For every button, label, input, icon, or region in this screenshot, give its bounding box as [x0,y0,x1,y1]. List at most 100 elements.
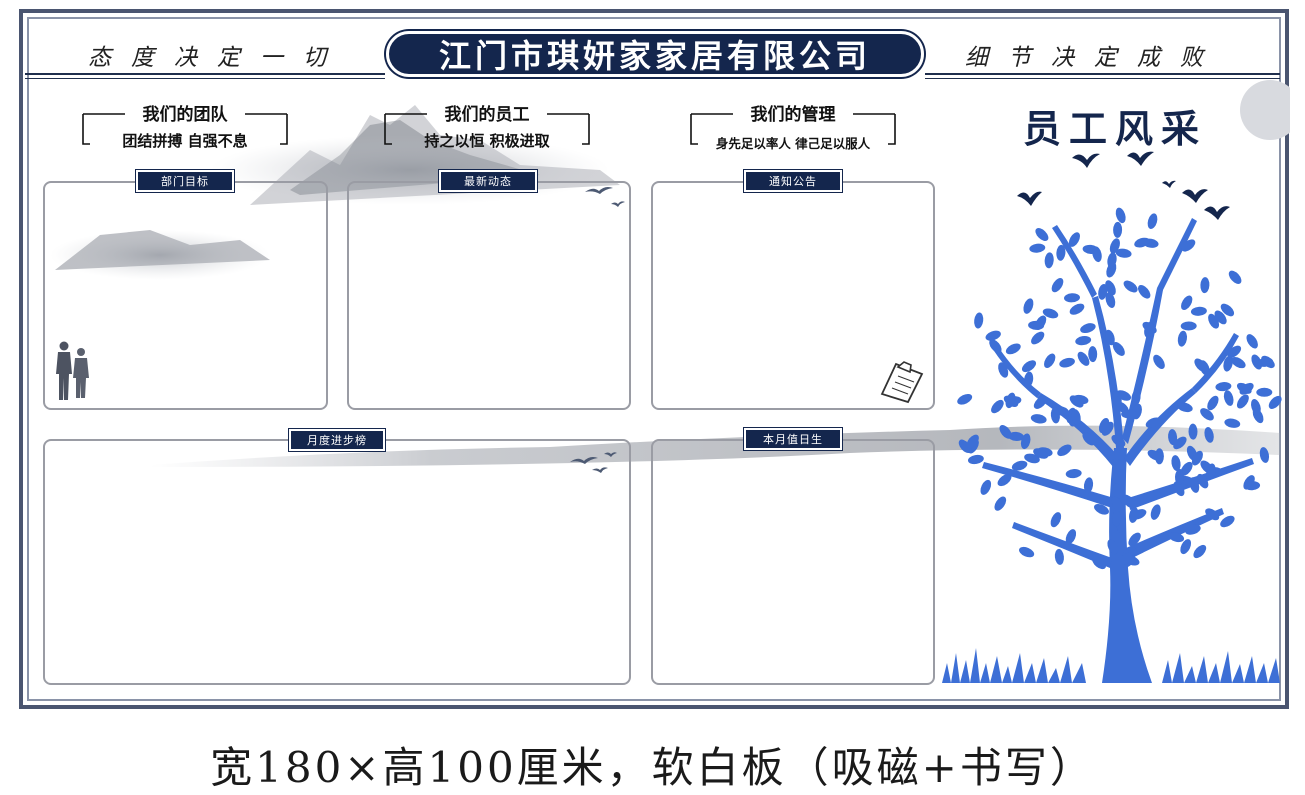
leaf-icon [1020,433,1031,450]
leaf-icon [1118,552,1133,566]
panel-monthly-ranking[interactable] [43,439,631,685]
people-silhouette-icon [56,341,89,400]
leaf-icon [989,339,1002,353]
leaf-icon [1112,342,1125,356]
leaf-icon [1057,444,1072,457]
leaf-icon [1005,343,1021,355]
left-slogan: 态度决定一切 [88,45,346,71]
leaf-icon [1035,228,1049,241]
leaf-icon [1030,414,1047,424]
leaf-icon [1131,389,1141,406]
leaf-icon [998,362,1009,378]
leaf-icon [980,479,992,495]
leaf-icon [1252,408,1264,424]
leaf-icon [1205,508,1220,521]
leaf-icon [1054,548,1064,565]
leaf-icon [1180,475,1196,487]
leaf-icon [1181,239,1196,252]
leaf-icon [1024,371,1034,388]
leaf-icon [1064,293,1080,303]
leaf-icon [1092,246,1102,263]
leaf-icon [1101,421,1114,436]
leaf-icon [1142,321,1157,334]
section-team: 我们的团队 团结拼搏 自强不息 [80,100,290,150]
right-slogan: 细节决定成败 [965,45,1223,71]
leaf-icon [1083,477,1094,494]
leaf-icon [1239,382,1254,395]
leaf-icon [1065,469,1082,479]
leaf-icon [1123,280,1138,293]
leaf-icon [1171,455,1181,472]
birds-icon [570,452,617,473]
leaf-icon [1115,390,1132,401]
panel-latest-news[interactable] [347,181,631,410]
section-management: 我们的管理 身先足以率人 律己足以服人 [688,100,898,151]
bracket-decoration [384,113,590,145]
leaf-icon [1005,392,1016,409]
leaf-icon [1112,510,1122,527]
leaf-icon [1214,310,1227,325]
tag-monthly-ranking: 月度进步榜 [289,429,385,451]
leaf-icon [1180,539,1192,555]
leaf-icon [1050,512,1062,528]
leaf-icon [1051,278,1064,293]
leaf-icon [1223,355,1233,372]
leaf-icon [1153,354,1165,369]
tag-latest-news: 最新动态 [439,170,537,192]
panel-duty-of-month[interactable] [651,439,935,685]
leaf-icon [1044,252,1054,269]
leaf-icon [958,439,972,454]
leaf-icon [1071,409,1081,426]
leaf-icon [1228,270,1242,284]
leaf-icon [1145,417,1161,428]
leaf-icon [1113,483,1123,499]
leaf-icon [1204,427,1214,443]
leaf-icon [1105,280,1116,296]
leaf-icon [1107,252,1117,269]
leaf-icon [1111,434,1126,447]
leaf-icon [1180,321,1197,331]
leaf-icon [1215,382,1232,392]
leaf-icon [997,474,1012,487]
leaf-icon [1181,295,1193,311]
section-title: 我们的管理 [750,105,836,125]
leaf-icon [994,496,1007,511]
bracket-decoration [690,113,896,145]
leaf-icon [1194,358,1208,372]
leaf-icon [957,393,973,405]
leaf-icon [1075,335,1092,346]
leaf-icon [991,399,1004,414]
company-title: 江门市琪妍家家居有限公司 [386,31,924,77]
leaf-icon [1034,315,1047,331]
header-rule-left [25,73,385,75]
leaf-icon [1147,213,1158,229]
leaf-icon [967,454,984,465]
leaf-icon [1236,394,1249,409]
leaf-icon [1031,331,1045,345]
header-rule-right [925,73,1280,75]
leaf-icon [1082,432,1096,446]
tag-dept-goals: 部门目标 [136,170,234,192]
leaf-icon [1193,544,1207,559]
section-subtitle: 团结拼搏 自强不息 [122,132,248,150]
leaf-icon [1105,292,1116,308]
leaf-icon [1185,524,1201,535]
leaf-icon [1115,248,1132,258]
section-title: 我们的团队 [142,105,228,125]
section-subtitle: 身先足以率人 律己足以服人 [715,136,871,151]
leaf-icon [1019,546,1035,558]
leaf-icon [1080,323,1096,334]
leaf-icon [1173,436,1187,450]
leaf-icon [999,425,1012,439]
leaf-icon [1231,357,1246,369]
leaf-icon [1177,402,1193,413]
leaf-icon [1190,306,1207,316]
leaf-icon [1188,423,1198,440]
leaf-icon [1068,232,1080,247]
leaf-icon [1050,407,1060,424]
bracket-decoration [82,113,288,145]
header-rule-right-thin [925,78,1280,79]
leaf-icon [1174,469,1185,485]
section-title: 我们的员工 [444,105,530,125]
leaf-icon [1200,408,1214,421]
